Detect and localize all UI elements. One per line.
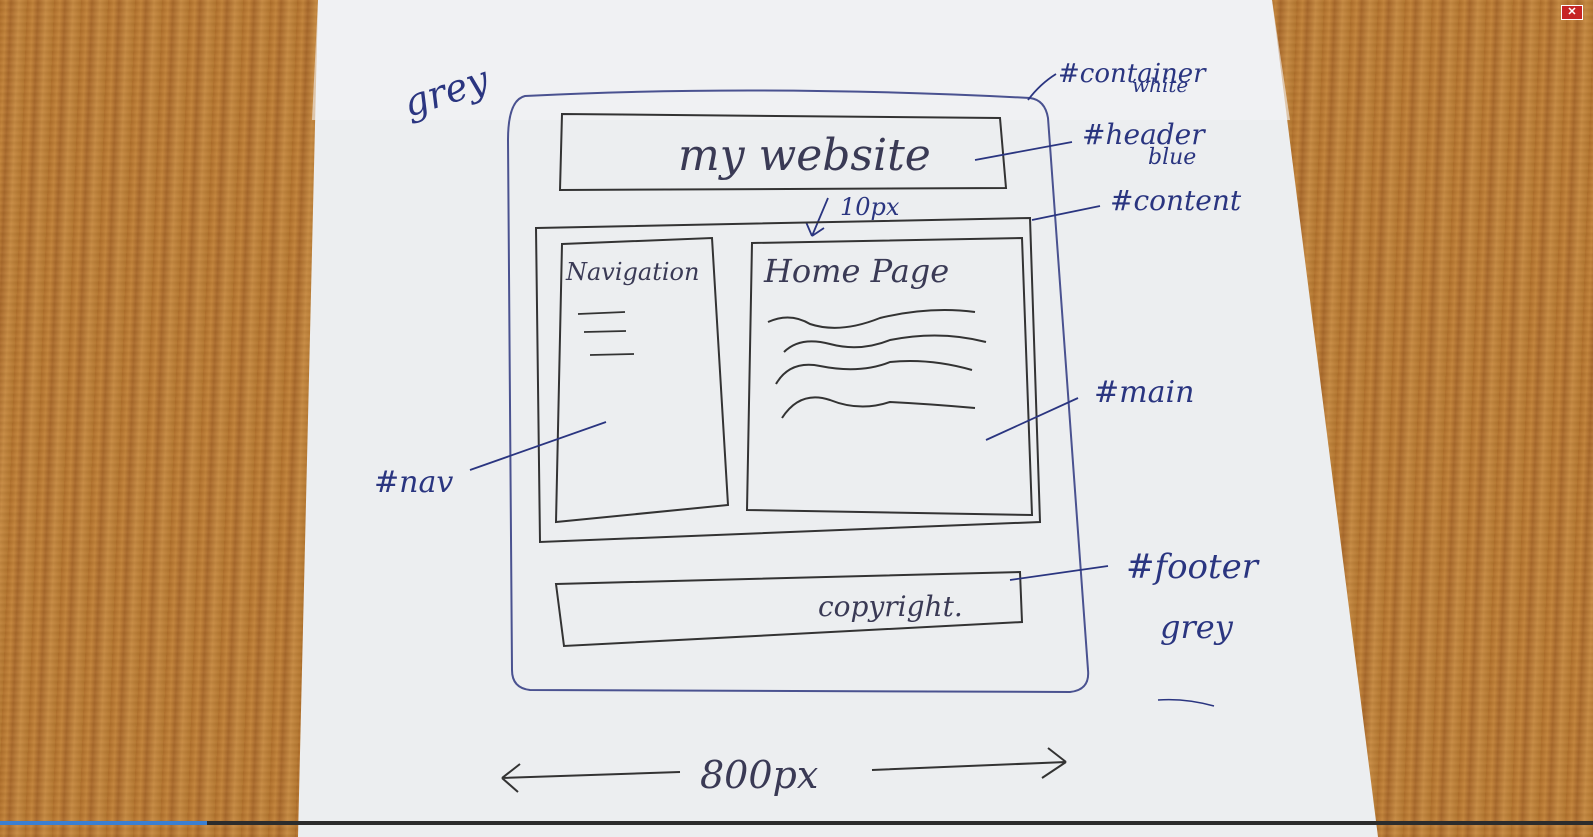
main-label: #main [1094, 375, 1194, 410]
spacing-note: 10px [840, 193, 900, 221]
container-label: #container [1058, 59, 1207, 89]
width-note: 800px [700, 753, 818, 797]
nav-box [554, 236, 730, 524]
header-box [558, 112, 1008, 192]
nav-label: #nav [374, 465, 453, 500]
video-progress-fill [0, 821, 208, 825]
nav-heading: Navigation [565, 258, 699, 286]
width-arrow-right [871, 747, 1067, 779]
main-box [745, 236, 1034, 517]
video-progress-bar[interactable] [0, 821, 1593, 825]
width-arrow-left [501, 763, 681, 793]
paper-sheet [298, 0, 1378, 837]
container-color-label: white [1132, 73, 1188, 97]
footer-color-label: grey [1160, 608, 1234, 646]
header-label: #header [1082, 118, 1206, 151]
container-box [506, 89, 1090, 694]
content-box [534, 216, 1042, 544]
footer-label: #footer [1126, 547, 1260, 587]
close-icon[interactable]: ✕ [1561, 5, 1583, 20]
header-text: my website [678, 130, 931, 181]
header-color-label: blue [1148, 145, 1196, 170]
footer-text: copyright. [818, 590, 963, 623]
content-label: #content [1110, 184, 1242, 217]
footer-box [554, 570, 1024, 648]
main-heading: Home Page [763, 252, 949, 290]
